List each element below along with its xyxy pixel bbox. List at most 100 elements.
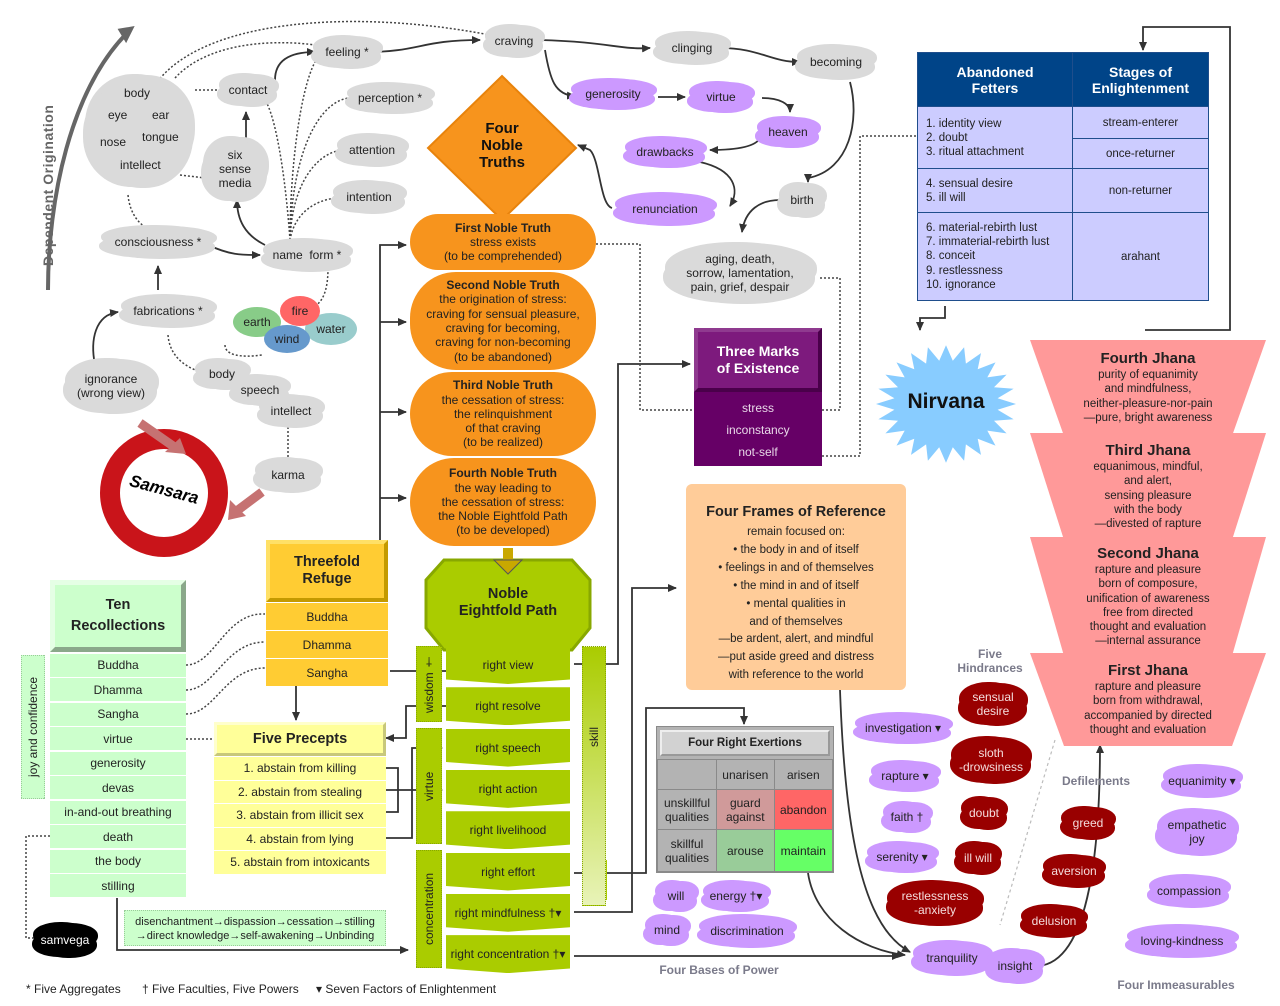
four-noble-truths-diamond[interactable]: Four Noble Truths bbox=[479, 120, 525, 171]
merit-generosity[interactable]: generosity bbox=[574, 82, 652, 106]
recollection-item[interactable]: generosity bbox=[50, 751, 186, 775]
node-tranquility[interactable]: tranquility bbox=[916, 944, 988, 972]
immeasurable-equanimity[interactable]: equanimity ▾ bbox=[1166, 768, 1238, 794]
karma-door-intellect[interactable]: intellect bbox=[262, 398, 320, 424]
cell-maintain[interactable]: maintain bbox=[773, 829, 834, 872]
merit-heaven[interactable]: heaven bbox=[760, 120, 816, 144]
recollection-item[interactable]: stilling bbox=[50, 874, 186, 897]
hindrance-sloth[interactable]: sloth -drowsiness bbox=[954, 740, 1028, 780]
nirvana-label[interactable]: Nirvana bbox=[907, 390, 985, 413]
precept-item[interactable]: 3. abstain from illicit sex bbox=[214, 804, 386, 827]
stage-arahant[interactable]: arahant bbox=[1072, 212, 1209, 301]
node-insight[interactable]: insight bbox=[990, 952, 1040, 980]
node-aging-death[interactable]: aging, death, sorrow, lamentation, pain,… bbox=[668, 246, 812, 300]
karma-door-speech[interactable]: speech bbox=[234, 378, 286, 402]
defilement-aversion[interactable]: aversion bbox=[1046, 858, 1102, 884]
node-ignorance[interactable]: ignorance (wrong view) bbox=[68, 362, 154, 410]
node-samvega[interactable]: samvega bbox=[36, 926, 94, 954]
third-noble-truth[interactable]: Third Noble Truth the cessation of stres… bbox=[410, 372, 596, 456]
base-discrimination[interactable]: discrimination bbox=[702, 918, 792, 944]
defilement-delusion[interactable]: delusion bbox=[1024, 908, 1084, 934]
precept-item[interactable]: 1. abstain from killing bbox=[214, 757, 386, 780]
refuge-dhamma[interactable]: Dhamma bbox=[266, 631, 388, 658]
precept-item[interactable]: 4. abstain from lying bbox=[214, 827, 386, 850]
precept-item[interactable]: 5. abstain from intoxicants bbox=[214, 851, 386, 874]
merit-virtue[interactable]: virtue bbox=[692, 85, 750, 109]
recollection-item[interactable]: Buddha bbox=[50, 653, 186, 677]
factor-serenity[interactable]: serenity ▾ bbox=[870, 845, 934, 869]
node-consciousness[interactable]: consciousness * bbox=[104, 229, 212, 255]
node-birth[interactable]: birth bbox=[782, 186, 822, 214]
hindrance-restlessness[interactable]: restlessness -anxiety bbox=[890, 884, 980, 922]
immeasurable-compassion[interactable]: compassion bbox=[1152, 878, 1226, 904]
node-contact[interactable]: contact bbox=[222, 77, 274, 103]
fourth-noble-truth[interactable]: Fourth Noble Truth the way leading to th… bbox=[410, 458, 596, 546]
hindrance-sensual-desire[interactable]: sensual desire bbox=[962, 686, 1024, 722]
first-jhana[interactable]: First Jhana rapture and pleasure born fr… bbox=[1030, 662, 1266, 737]
node-six-sense-media[interactable]: six sense media bbox=[206, 140, 264, 198]
path-factor[interactable]: right speech bbox=[446, 728, 570, 767]
path-factor[interactable]: right resolve bbox=[446, 687, 570, 726]
stage-non-returner[interactable]: non-returner bbox=[1072, 168, 1209, 213]
immeasurable-loving-kindness[interactable]: loving-kindness bbox=[1130, 928, 1234, 954]
precept-item[interactable]: 2. abstain from stealing bbox=[214, 780, 386, 803]
node-clinging[interactable]: clinging bbox=[658, 35, 726, 61]
hindrance-ill-will[interactable]: ill will bbox=[958, 845, 998, 871]
refuge-sangha[interactable]: Sangha bbox=[266, 659, 388, 686]
node-attention[interactable]: attention bbox=[340, 137, 404, 163]
eightfold-path-title[interactable]: Noble Eightfold Path bbox=[458, 586, 558, 619]
element-wind[interactable]: wind bbox=[264, 325, 310, 353]
recollection-item[interactable]: Sangha bbox=[50, 702, 186, 726]
recollection-item[interactable]: in-and-out breathing bbox=[50, 800, 186, 824]
node-craving[interactable]: craving bbox=[488, 28, 540, 54]
defilement-greed[interactable]: greed bbox=[1064, 810, 1112, 836]
base-mind[interactable]: mind bbox=[648, 918, 686, 942]
node-becoming[interactable]: becoming bbox=[800, 48, 872, 76]
node-karma[interactable]: karma bbox=[258, 461, 318, 489]
threefold-refuge-box[interactable]: Threefold Refuge Buddha Dhamma Sangha bbox=[266, 540, 388, 686]
cell-abandon[interactable]: abandon bbox=[773, 789, 834, 830]
sense-bases-cloud[interactable]: body eye ear nose tongue intellect bbox=[88, 78, 190, 184]
merit-drawbacks[interactable]: drawbacks bbox=[628, 140, 702, 164]
path-factor[interactable]: right effort bbox=[446, 852, 570, 891]
four-frames-scroll[interactable]: Four Frames of Reference remain focused … bbox=[686, 484, 906, 690]
node-perception[interactable]: perception * bbox=[350, 86, 430, 110]
base-will[interactable]: will bbox=[658, 884, 694, 908]
base-energy[interactable]: energy †▾ bbox=[706, 884, 766, 908]
recollection-item[interactable]: virtue bbox=[50, 727, 186, 750]
node-intention[interactable]: intention bbox=[336, 184, 402, 210]
cell-guard-against[interactable]: guard against bbox=[716, 789, 775, 830]
path-factor[interactable]: right concentration †▾ bbox=[446, 935, 570, 974]
element-fire[interactable]: fire bbox=[280, 296, 320, 326]
first-noble-truth[interactable]: First Noble Truth stress exists (to be c… bbox=[410, 214, 596, 270]
third-jhana[interactable]: Third Jhana equanimous, mindful, and ale… bbox=[1030, 442, 1266, 531]
path-factor[interactable]: right livelihood bbox=[446, 811, 570, 850]
refuge-buddha[interactable]: Buddha bbox=[266, 603, 388, 630]
merit-renunciation[interactable]: renunciation bbox=[618, 196, 712, 222]
stage-once-returner[interactable]: once-returner bbox=[1072, 138, 1209, 169]
immeasurable-empathetic-joy[interactable]: empathetic joy bbox=[1160, 812, 1234, 852]
second-jhana[interactable]: Second Jhana rapture and pleasure born o… bbox=[1030, 545, 1266, 649]
recollection-item[interactable]: death bbox=[50, 825, 186, 848]
factor-rapture[interactable]: rapture ▾ bbox=[874, 764, 936, 788]
factor-investigation[interactable]: investigation ▾ bbox=[858, 716, 948, 740]
three-marks-box[interactable]: Three Marks of Existence stress inconsta… bbox=[694, 328, 822, 466]
path-factor[interactable]: right mindfulness †▾ bbox=[446, 893, 570, 932]
recollection-item[interactable]: devas bbox=[50, 776, 186, 799]
node-name-form[interactable]: name form * bbox=[266, 242, 348, 268]
stage-stream-enterer[interactable]: stream-enterer bbox=[1072, 106, 1209, 139]
path-factor[interactable]: right action bbox=[446, 769, 570, 808]
hindrance-doubt[interactable]: doubt bbox=[964, 800, 1004, 826]
fourth-jhana[interactable]: Fourth Jhana purity of equanimity and mi… bbox=[1030, 350, 1266, 425]
path-factor[interactable]: right view bbox=[446, 646, 570, 684]
node-fabrications[interactable]: fabrications * bbox=[124, 298, 212, 324]
node-feeling[interactable]: feeling * bbox=[316, 39, 378, 65]
second-noble-truth[interactable]: Second Noble Truth the origination of st… bbox=[410, 272, 596, 370]
recollection-item[interactable]: Dhamma bbox=[50, 678, 186, 701]
factor-faith[interactable]: faith † bbox=[886, 805, 928, 829]
cell-arouse[interactable]: arouse bbox=[716, 829, 775, 872]
recollection-item[interactable]: the body bbox=[50, 849, 186, 873]
frames-line: with reference to the world bbox=[728, 669, 864, 682]
